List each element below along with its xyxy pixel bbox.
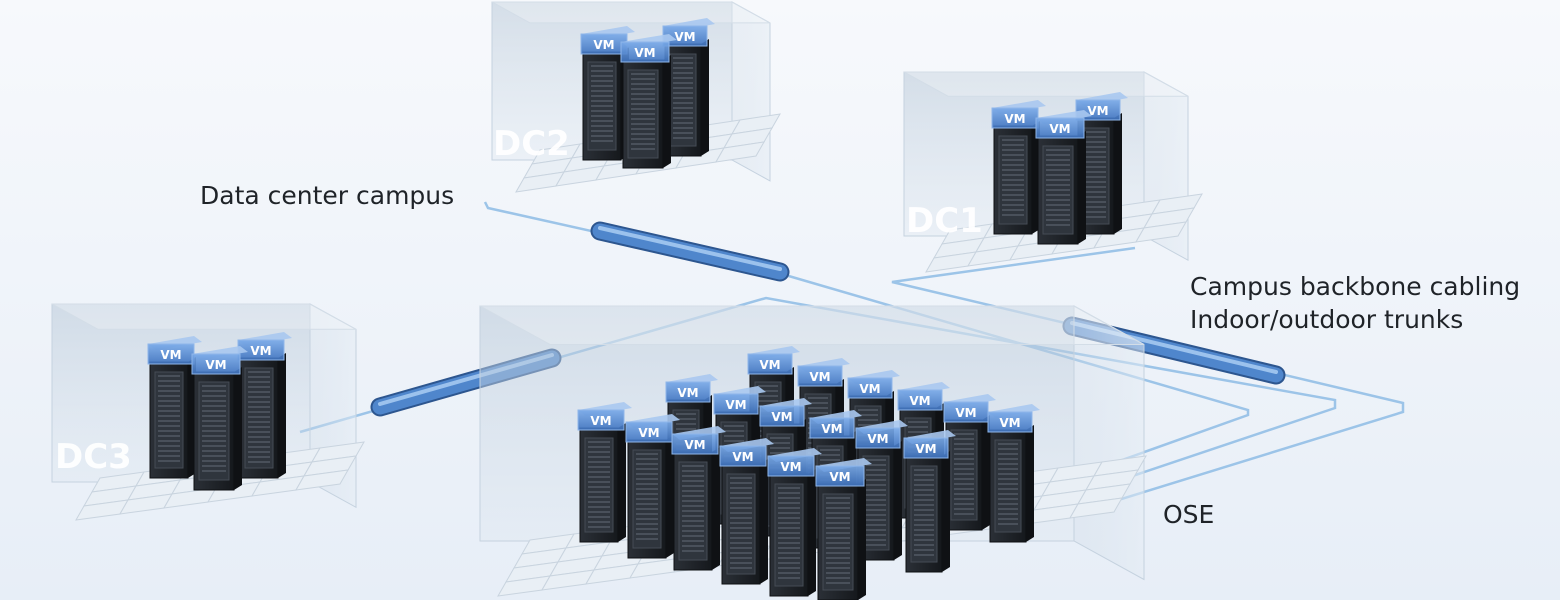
vm-label: VM [955,406,976,420]
vm-block: VM [719,438,774,467]
vm-label: VM [780,460,801,474]
vm-label: VM [677,386,698,400]
vm-block: VM [897,382,950,411]
vm-label: VM [634,46,655,60]
vm-label: VM [1004,112,1025,126]
vm-label: VM [821,422,842,436]
room-dc2: VM VM VM [491,1,781,193]
vm-block: VM [147,336,202,365]
vm-block: VM [577,402,632,431]
vm-block: VM [815,458,872,487]
vm-label: VM [771,410,792,424]
vm-label: VM [674,30,695,44]
label-campus-backbone-cabling: Campus backbone cabling [1190,272,1521,301]
room-side-wall [1073,305,1145,581]
vm-block: VM [903,430,956,459]
trunk-bundle-dc2 [590,221,790,282]
vm-block: VM [767,448,822,477]
room-dc1: VM VM VM [903,71,1203,273]
vm-block: VM [809,410,862,439]
vm-label: VM [160,348,181,362]
vm-label: VM [593,38,614,52]
vm-label: VM [829,470,850,484]
vm-block: VM [625,414,680,443]
server-rack: VM [237,332,292,479]
vm-label: VM [732,450,753,464]
server-rack: VM [147,336,202,479]
vm-label: VM [1049,122,1070,136]
server-rack: VM [577,402,632,543]
room-ose: VM VM VM VM VM VM VM VM VM VM VM VM VM VM VM VM VM VM [479,305,1147,600]
room-dc3: VM VM VM [51,303,365,521]
vm-label: VM [759,358,780,372]
vm-block: VM [987,404,1040,433]
server-rack: VM [620,34,677,169]
vm-block: VM [1075,92,1128,121]
server-rack: VM [991,100,1046,235]
server-rack: VM [671,426,726,571]
vm-block: VM [191,346,248,375]
vm-block: VM [797,358,850,387]
vm-block: VM [847,370,900,399]
server-rack: VM [1035,110,1092,245]
room-label-dc3: DC3 [55,437,132,477]
server-rack: VM [625,414,680,559]
vm-block: VM [671,426,726,455]
room-top-edge [479,305,1145,345]
vm-block: VM [713,386,766,415]
room-label-dc1: DC1 [906,201,983,241]
server-rack: VM [719,438,774,585]
vm-label: VM [684,438,705,452]
vm-block: VM [237,332,292,361]
vm-label: VM [915,442,936,456]
vm-label: VM [999,416,1020,430]
vm-label: VM [909,394,930,408]
vm-label: VM [859,382,880,396]
vm-block: VM [620,34,677,63]
room-top-edge [51,303,357,330]
vm-label: VM [725,398,746,412]
vm-block: VM [943,394,996,423]
cable-dc1-ose [891,246,1405,520]
vm-label: VM [590,414,611,428]
room-label-dc2: DC2 [493,124,570,164]
server-rack: VM [191,346,248,491]
vm-block: VM [662,18,715,47]
vm-label: VM [1087,104,1108,118]
label-ose: OSE [1163,500,1215,529]
vm-label: VM [867,432,888,446]
label-data-center-campus: Data center campus [200,181,455,210]
vm-block: VM [991,100,1046,129]
vm-label: VM [205,358,226,372]
vm-block: VM [1035,110,1092,139]
room-top-edge [491,1,771,24]
server-rack: VM [815,458,872,600]
server-rack: VM [767,448,822,597]
vm-block: VM [855,420,908,449]
vm-label: VM [809,370,830,384]
server-rack: VM [903,430,956,573]
vm-label: VM [250,344,271,358]
vm-block: VM [665,374,718,403]
server-rack: VM [943,394,996,531]
vm-block: VM [747,346,800,375]
server-rack: VM [987,404,1040,543]
room-top-edge [903,71,1189,97]
vm-label: VM [638,426,659,440]
label-indoor-outdoor-trunks: Indoor/outdoor trunks [1190,305,1464,334]
server-rack: VM [1075,92,1128,235]
vm-block: VM [759,398,812,427]
